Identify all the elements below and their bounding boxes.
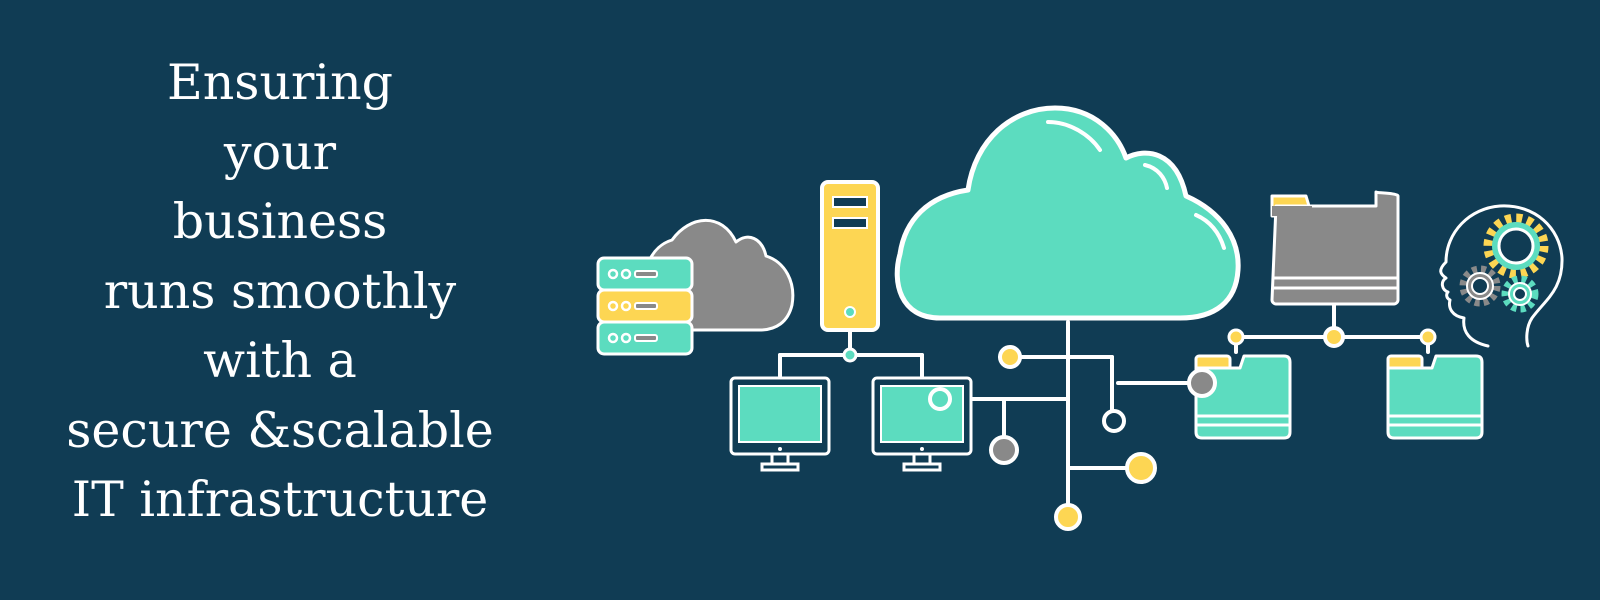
headline-line-2: your [223, 123, 337, 181]
gear-icon [1483, 213, 1549, 279]
big-cloud-icon [894, 105, 1241, 321]
headline-line-4: runs smoothly [103, 262, 457, 320]
headline-line-5: with a [203, 332, 357, 389]
head-with-gears-icon [1439, 204, 1564, 348]
monitor-icon [729, 376, 831, 472]
headline-line-7: IT infrastructure [71, 471, 489, 528]
server-stack-icon [596, 256, 694, 356]
folder-icon [1194, 354, 1292, 440]
gear-icon [1501, 275, 1539, 313]
network-node-icon [842, 326, 1437, 531]
headline-line-1: Ensuring [166, 54, 394, 111]
gear-icon [1459, 265, 1501, 307]
headline-line-6: secure &scalable [66, 401, 494, 459]
headline-line-3: business [172, 193, 388, 250]
headline: Ensuring your business runs smoothly wit… [20, 48, 540, 535]
folder-icon [1270, 190, 1400, 306]
monitor-icon [871, 376, 973, 472]
folder-icon [1386, 354, 1484, 440]
tower-server-icon [820, 180, 880, 332]
